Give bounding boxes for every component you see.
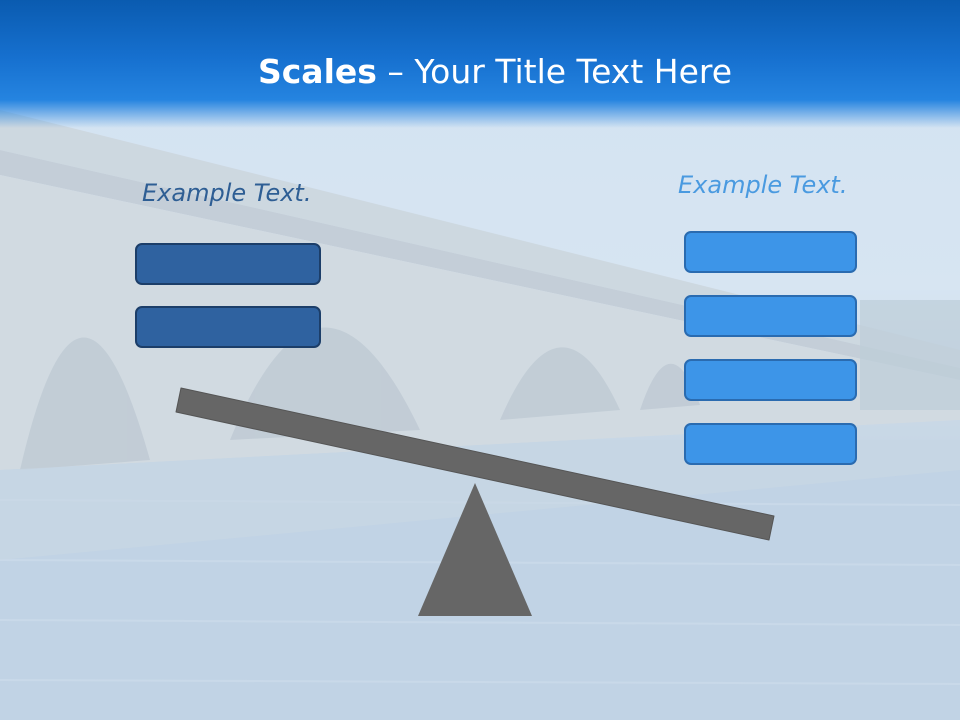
title-bold-text: Scales	[257, 52, 377, 91]
right-example-text: Example Text.	[678, 171, 848, 199]
right-text-box-1[interactable]	[684, 231, 857, 273]
right-text-box-2[interactable]	[684, 295, 857, 337]
right-text-box-3[interactable]	[684, 359, 857, 401]
seesaw-fulcrum	[418, 483, 532, 616]
left-text-box-1[interactable]	[135, 243, 321, 285]
title-rest-text: – Your Title Text Here	[376, 52, 733, 91]
left-example-text: Example Text.	[142, 179, 312, 207]
slide-title: Scales – Your Title Text Here	[0, 52, 960, 91]
seesaw-beam	[175, 387, 775, 541]
right-text-box-4[interactable]	[684, 423, 857, 465]
title-bar	[0, 0, 960, 128]
left-text-box-2[interactable]	[135, 306, 321, 348]
